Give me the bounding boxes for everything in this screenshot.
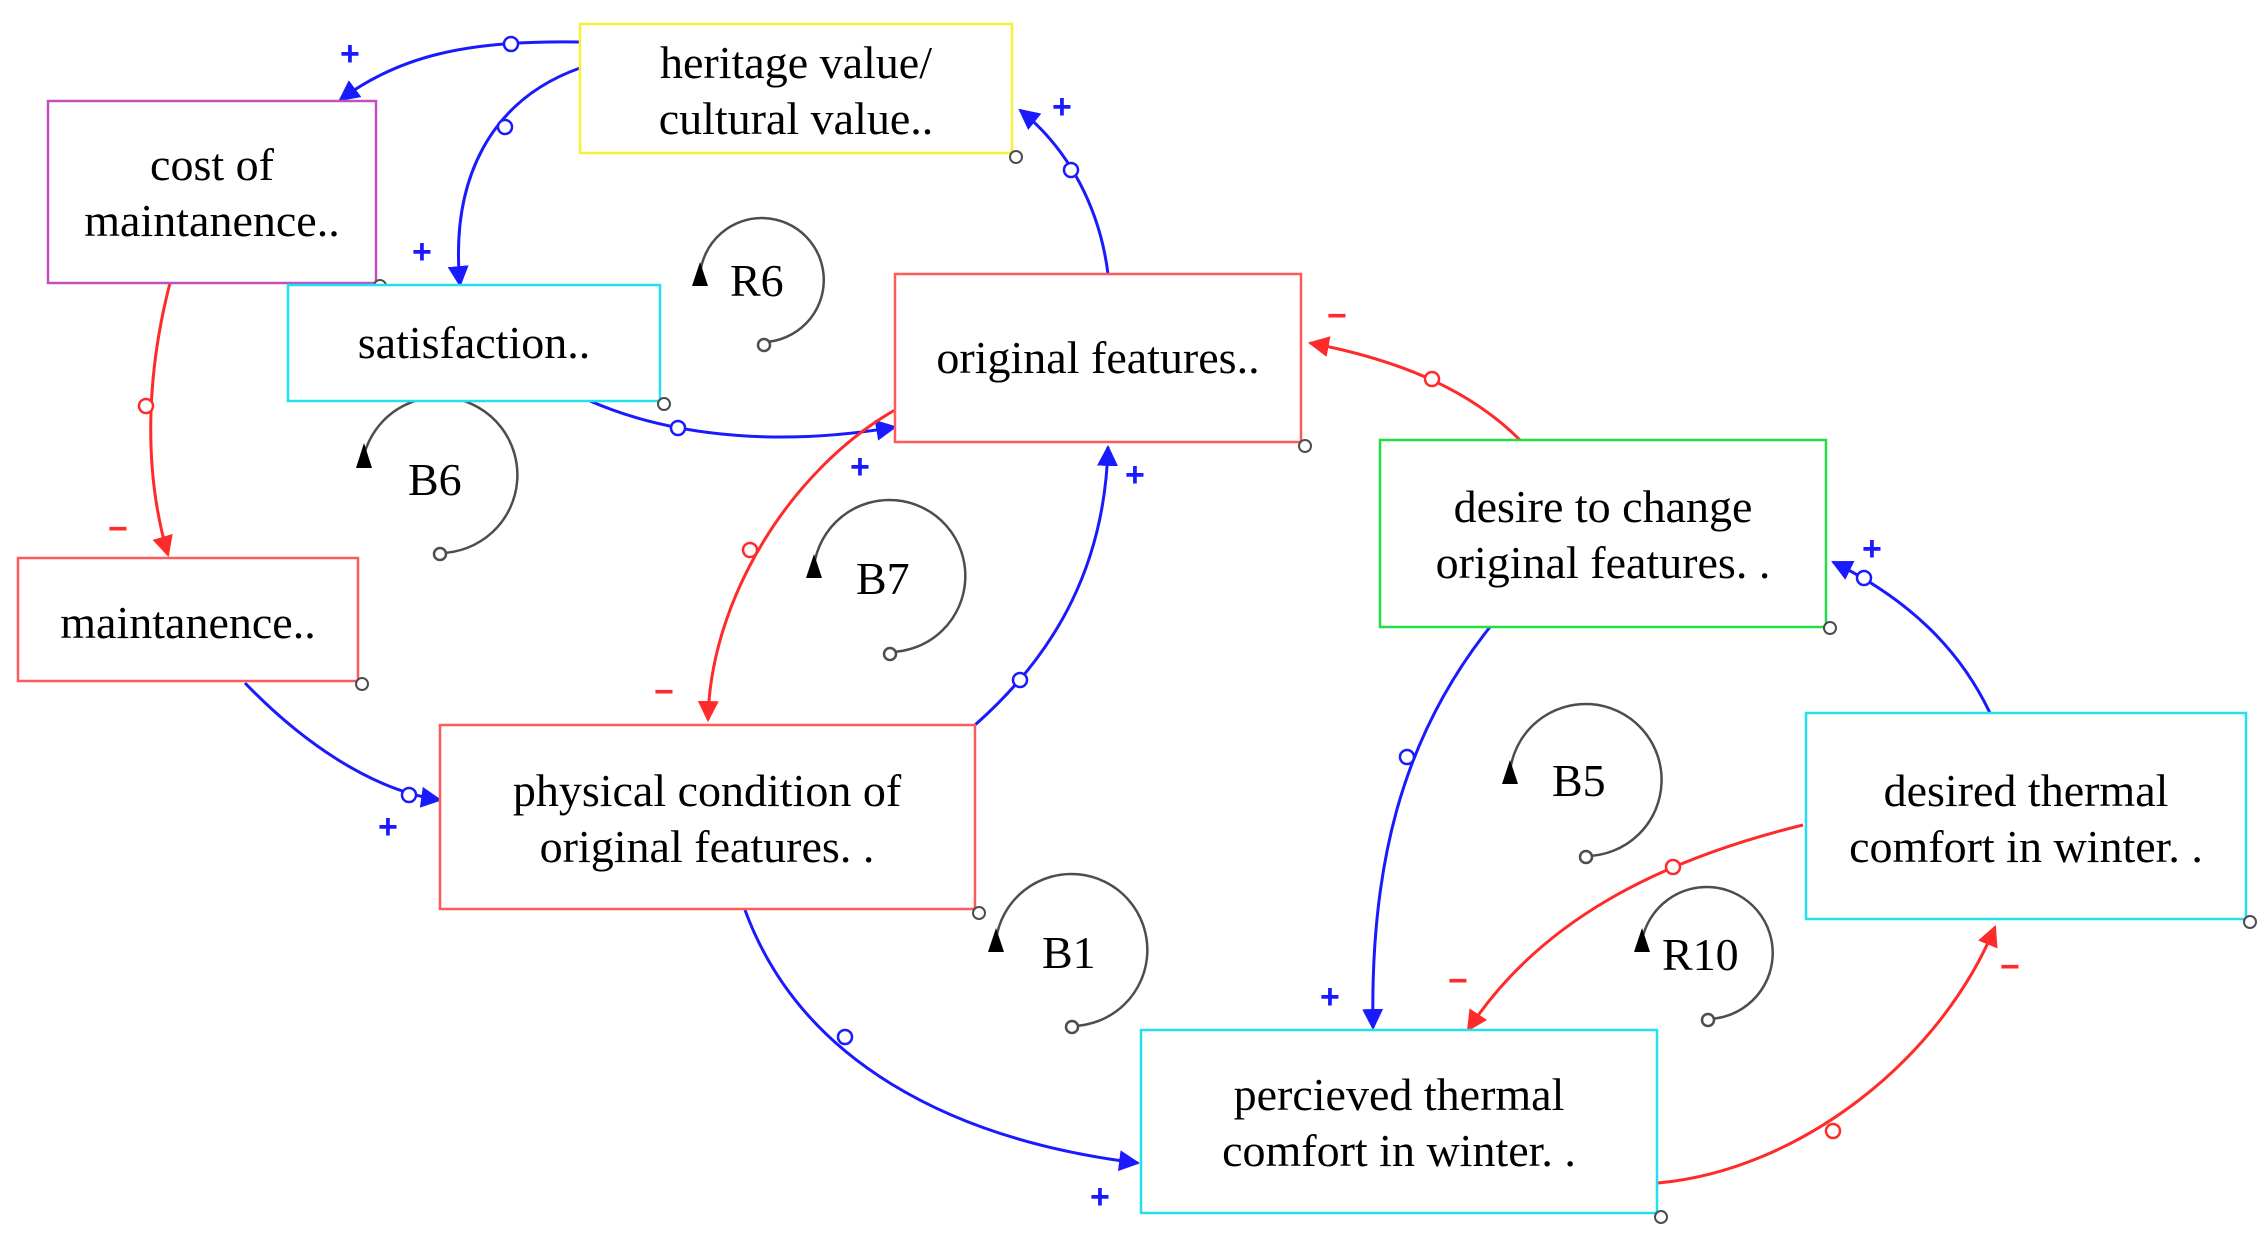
node-desiredthermal-line2: comfort in winter. . <box>1849 821 2203 872</box>
link-dot <box>1664 858 1682 876</box>
node-cost-line2: maintanence.. <box>84 195 339 246</box>
link-original-to-heritage <box>1018 108 1110 275</box>
polarity-plus: + <box>340 35 360 73</box>
link-dot <box>400 786 418 804</box>
node-heritage-line2: cultural value.. <box>659 93 934 144</box>
polarity-plus: + <box>1320 978 1340 1016</box>
node-heritage-line1: heritage value/ <box>660 37 932 88</box>
polarity-plus: + <box>412 233 432 271</box>
link-heritage-to-cost <box>338 40 581 102</box>
link-dot <box>137 397 155 415</box>
loop-label-b5: B5 <box>1552 755 1606 806</box>
loop-marker-b7 <box>806 498 967 662</box>
loop-marker-b6 <box>356 395 519 562</box>
link-dot <box>669 419 687 437</box>
polarity-plus: + <box>1862 530 1882 568</box>
node-maintanence: maintanence.. <box>16 556 369 691</box>
node-perceived-line1: percieved thermal <box>1234 1069 1565 1120</box>
loop-label-b6: B6 <box>408 454 462 505</box>
link-cost-to-maintanence <box>149 282 173 558</box>
link-satisfaction-to-original <box>589 399 898 441</box>
link-dot <box>1423 370 1441 388</box>
link-heritage-to-satisfaction <box>447 66 581 288</box>
link-original-to-physical <box>697 408 896 723</box>
polarity-minus: − <box>1448 962 1468 1000</box>
loop-marker-r10 <box>1634 885 1774 1028</box>
node-physical-line2: original features. . <box>540 821 875 872</box>
node-desired-thermal-comfort: desired thermal comfort in winter. . <box>1804 711 2257 929</box>
polarity-minus: − <box>108 510 128 548</box>
link-dot <box>741 541 759 559</box>
polarity-minus: − <box>1327 297 1347 335</box>
link-perceived-to-desiredthermal <box>1657 925 1998 1185</box>
node-physical-condition: physical condition of original features.… <box>438 723 986 920</box>
link-physical-to-original <box>974 444 1118 727</box>
loop-label-b7: B7 <box>856 553 910 604</box>
link-dot <box>502 35 520 53</box>
loop-marker-b5 <box>1502 702 1663 865</box>
link-dot <box>496 118 514 136</box>
polarity-plus: + <box>850 448 870 486</box>
polarity-plus: + <box>1052 88 1072 126</box>
link-dot <box>1824 1122 1842 1140</box>
link-desiredthermal-to-perceived <box>1466 823 1804 1032</box>
link-dot <box>1011 671 1029 689</box>
node-satisfaction: satisfaction.. <box>286 283 671 411</box>
node-maintanence-line1: maintanence.. <box>60 597 315 648</box>
link-maintanence-to-physical <box>243 681 443 808</box>
node-desire-to-change: desire to change original features. . <box>1378 438 1837 635</box>
link-physical-to-perceived <box>743 909 1141 1172</box>
polarity-plus: + <box>1090 1178 1110 1216</box>
link-dot <box>1855 569 1873 587</box>
link-desire-to-original <box>1307 336 1522 442</box>
node-cost-line1: cost of <box>150 139 275 190</box>
node-original-features: original features.. <box>893 272 1312 453</box>
polarity-minus: − <box>654 673 674 711</box>
link-desire-to-perceived <box>1362 626 1492 1031</box>
loop-label-r10: R10 <box>1662 929 1739 980</box>
node-perceived-thermal-comfort: percieved thermal comfort in winter. . <box>1139 1028 1668 1224</box>
link-dot <box>836 1028 854 1046</box>
polarity-minus: − <box>2000 948 2020 986</box>
node-desiredthermal-line1: desired thermal <box>1884 765 2169 816</box>
link-desiredthermal-to-desire <box>1831 560 1992 714</box>
polarity-plus: + <box>378 808 398 846</box>
link-dot <box>1398 748 1416 766</box>
loop-marker-r6 <box>692 216 826 353</box>
polarity-plus: + <box>1125 456 1145 494</box>
node-cost-of-maintanence: cost of maintanence.. <box>46 99 387 293</box>
node-heritage-value: heritage value/ cultural value.. <box>578 22 1023 164</box>
node-satisfaction-line1: satisfaction.. <box>358 317 591 368</box>
loop-label-b1: B1 <box>1042 927 1096 978</box>
node-perceived-line2: comfort in winter. . <box>1222 1125 1576 1176</box>
node-desire-line2: original features. . <box>1436 537 1771 588</box>
link-dot <box>1062 161 1080 179</box>
node-original-line1: original features.. <box>936 332 1259 383</box>
node-desire-line1: desire to change <box>1454 481 1753 532</box>
loop-marker-b1 <box>988 872 1149 1035</box>
node-physical-line1: physical condition of <box>513 765 902 816</box>
loop-label-r6: R6 <box>730 255 784 306</box>
